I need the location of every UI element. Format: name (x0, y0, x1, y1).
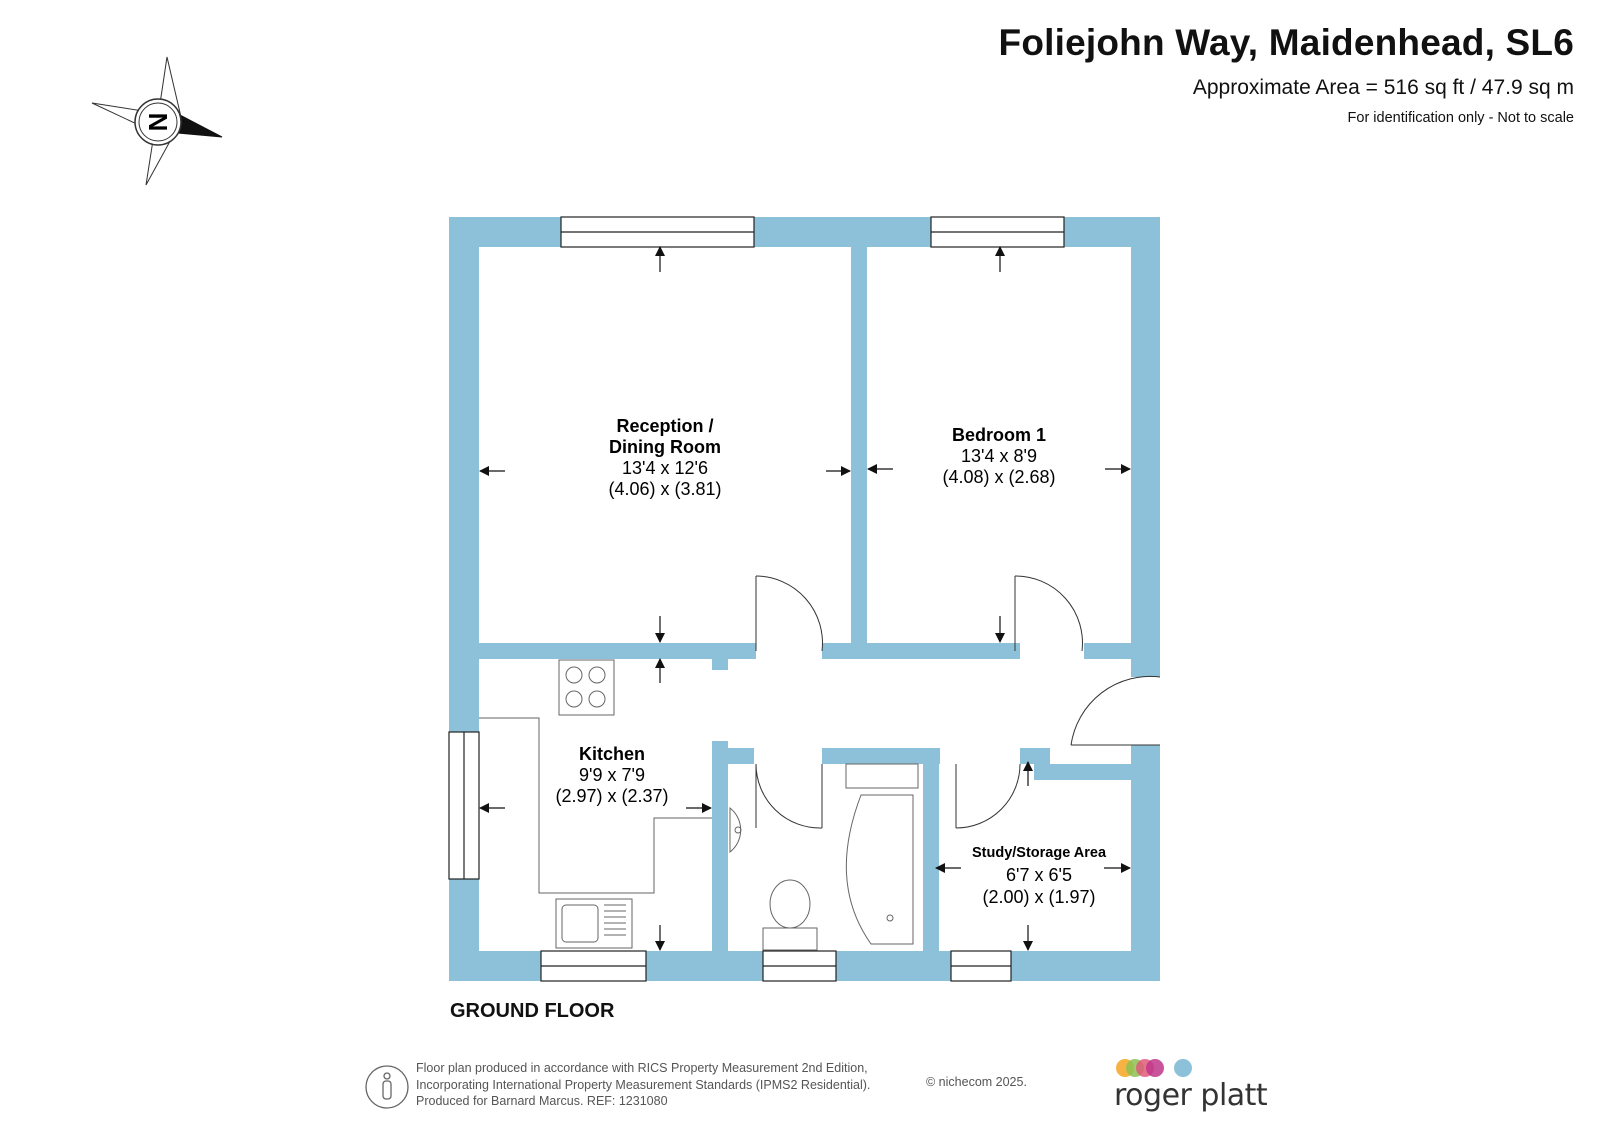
room-name: Bedroom 1 (952, 425, 1046, 445)
footer-line: Incorporating International Property Mea… (416, 1077, 871, 1092)
room-label-kitchen: Kitchen 9'9 x 7'9 (2.97) x (2.37) (555, 744, 668, 806)
room-dimensions-metric: (2.97) x (2.37) (555, 786, 668, 806)
room-dimensions-imperial: 9'9 x 7'9 (579, 765, 645, 785)
compass-icon: N (91, 56, 223, 186)
dimension-arrows (479, 246, 1131, 951)
page-title: Foliejohn Way, Maidenhead, SL6 (998, 22, 1574, 63)
footer-notes: Floor plan produced in accordance with R… (416, 1060, 870, 1110)
fixtures (479, 659, 919, 951)
room-label-bedroom: Bedroom 1 13'4 x 8'9 (4.08) x (2.68) (942, 425, 1055, 487)
room-name: Kitchen (579, 744, 645, 764)
footer-line: Produced for Barnard Marcus. REF: 123108… (416, 1094, 668, 1108)
room-label-reception: Reception / Dining Room 13'4 x 12'6 (4.0… (608, 416, 721, 499)
floor-label: GROUND FLOOR (450, 1000, 615, 1022)
door-swings (755, 575, 1161, 829)
room-dimensions-imperial: 13'4 x 12'6 (622, 458, 708, 478)
room-name: Study/Storage Area (972, 845, 1107, 861)
room-dimensions-metric: (2.00) x (1.97) (982, 887, 1095, 907)
room-name: Reception / (616, 416, 713, 436)
room-dimensions-imperial: 13'4 x 8'9 (961, 446, 1037, 466)
room-dimensions-metric: (4.08) x (2.68) (942, 467, 1055, 487)
room-label-study: Study/Storage Area 6'7 x 6'5 (2.00) x (1… (972, 845, 1107, 907)
scale-note: For identification only - Not to scale (1347, 110, 1574, 126)
room-name: Dining Room (609, 437, 721, 457)
room-dimensions-metric: (4.06) x (3.81) (608, 479, 721, 499)
approximate-area: Approximate Area = 516 sq ft / 47.9 sq m (1192, 76, 1574, 99)
compass-letter: N (143, 113, 173, 132)
brand-logo-dots (1116, 1059, 1192, 1077)
room-dimensions-imperial: 6'7 x 6'5 (1006, 865, 1072, 885)
windows (448, 216, 1065, 982)
measure-person-icon (365, 1065, 409, 1109)
copyright: © nichecom 2025. (926, 1075, 1027, 1089)
footer-line: Floor plan produced in accordance with R… (416, 1061, 868, 1075)
brand-logo: roger platt (1114, 1078, 1268, 1113)
